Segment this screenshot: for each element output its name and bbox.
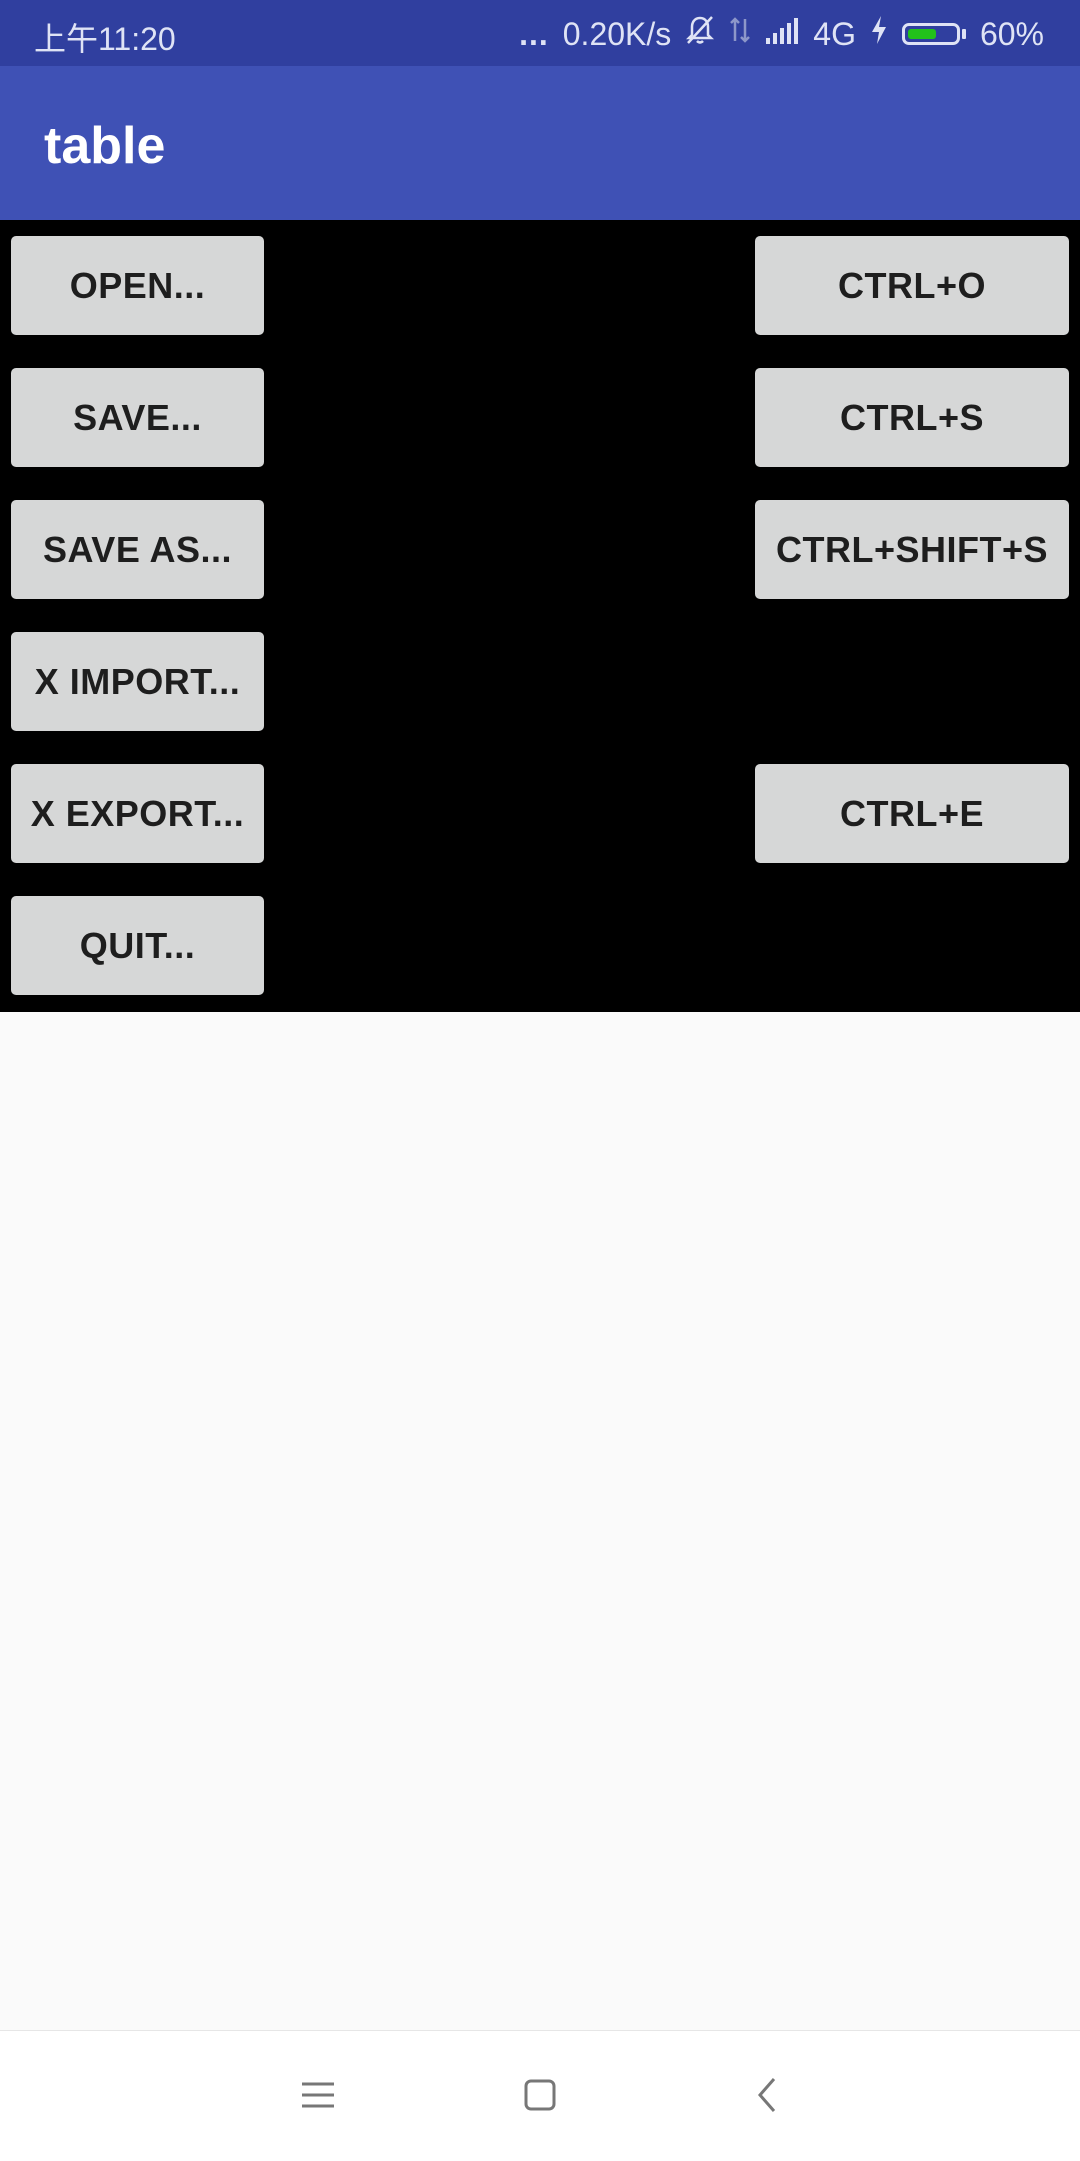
x-import-button[interactable]: X IMPORT... [11, 632, 264, 731]
battery-percent: 60% [979, 15, 1044, 52]
ctrl-s-button[interactable]: CTRL+S [755, 368, 1069, 467]
ctrl-shift-s-button[interactable]: CTRL+SHIFT+S [755, 500, 1069, 599]
ctrl-o-button[interactable]: CTRL+O [755, 236, 1069, 335]
save-as-button[interactable]: SAVE AS... [11, 500, 264, 599]
app-bar: table [0, 66, 1080, 220]
menu-icon[interactable] [288, 2065, 348, 2125]
charging-icon [870, 15, 888, 53]
back-icon[interactable] [737, 2065, 797, 2125]
status-icons: ... 0.20K/s 4G [519, 14, 1044, 54]
bell-off-icon [685, 14, 715, 54]
status-time: 上午11:20 [34, 21, 176, 57]
signal-icon [765, 16, 799, 53]
status-bar: 上午11:20 ... 0.20K/s 4G [0, 0, 1080, 66]
net-speed: 0.20K/s [562, 15, 672, 52]
quit-button[interactable]: QUIT... [11, 896, 264, 995]
x-export-button[interactable]: X EXPORT... [11, 764, 264, 863]
battery-icon [901, 23, 966, 45]
more-dots-icon: ... [519, 15, 549, 52]
ctrl-e-button[interactable]: CTRL+E [755, 764, 1069, 863]
data-arrows-icon [729, 15, 751, 53]
page-title: table [44, 117, 166, 175]
save-button[interactable]: SAVE... [11, 368, 264, 467]
home-icon[interactable] [510, 2065, 570, 2125]
open-button[interactable]: OPEN... [11, 236, 264, 335]
network-type: 4G [813, 15, 856, 52]
table-layout: OPEN... CTRL+O SAVE... CTRL+S SAVE AS...… [0, 220, 1080, 1012]
navigation-bar [0, 2030, 1080, 2161]
